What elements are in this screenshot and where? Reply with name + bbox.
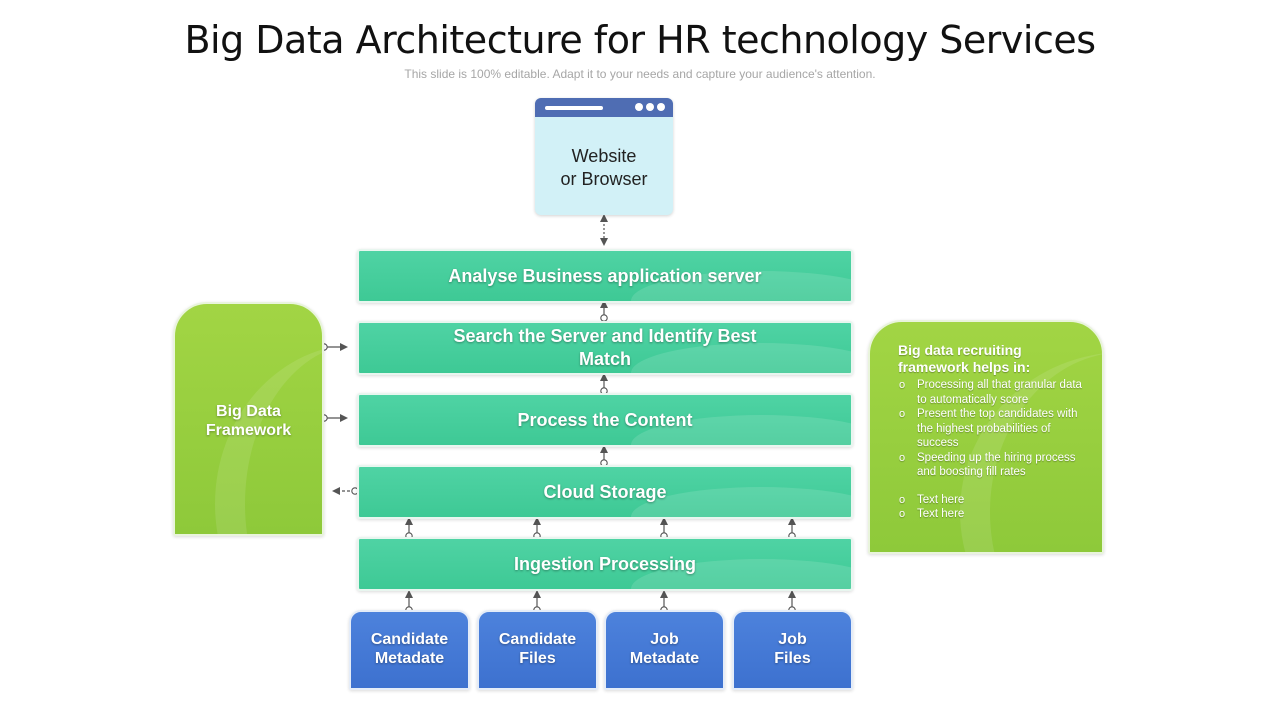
layer-label: Analyse Business application server [448,265,762,286]
layer-cloud-storage: Cloud Storage [357,465,853,519]
source-label: Candidate Metadate [370,631,449,667]
page-title: Big Data Architecture for HR technology … [184,18,1096,62]
layer-label: Ingestion Processing [513,553,697,574]
source-candidate-files: Candidate Files [477,610,598,690]
window-dot [635,103,643,111]
browser-node: Website or Browser [535,98,673,215]
layer-process-content: Process the Content [357,393,853,447]
source-label: Candidate Files [498,631,577,667]
info-item: Text here [898,493,1088,508]
source-job-files: Job Files [732,610,853,690]
browser-label: Website or Browser [535,145,673,191]
layer-label: Process the Content [517,409,693,430]
layer-search-server: Search the Server and Identify Best Matc… [357,321,853,375]
window-dot [646,103,654,111]
browser-window-icon [535,98,673,117]
framework-label: Big Data Framework [205,403,292,439]
layer-label: Search the Server and Identify Best Matc… [453,326,757,369]
browser-label-line1: Website [571,146,637,166]
source-job-metadata: Job Metadate [604,610,725,690]
info-item: Present the top candidates with the high… [898,407,1088,451]
layer-label: Cloud Storage [543,481,667,502]
info-item: Text here [898,507,1088,522]
info-item: Speeding up the hiring process and boost… [898,451,1088,480]
source-label: Job Metadate [629,631,700,667]
source-label: Job Files [774,631,811,667]
big-data-framework-panel: Big Data Framework [173,302,324,536]
info-list: Processing all that granular data to aut… [898,378,1088,522]
info-heading: Big data recruiting framework helps in: [898,342,1031,375]
address-bar-shape [545,106,603,110]
layer-ingestion-processing: Ingestion Processing [357,537,853,591]
browser-label-line2: or Browser [560,169,648,189]
layer-analyse-server: Analyse Business application server [357,249,853,303]
info-item: Processing all that granular data to aut… [898,378,1088,407]
info-panel: Big data recruiting framework helps in: … [868,320,1104,554]
source-candidate-metadata: Candidate Metadate [349,610,470,690]
page-subtitle: This slide is 100% editable. Adapt it to… [404,67,876,81]
window-dots [635,103,665,111]
window-dot [657,103,665,111]
